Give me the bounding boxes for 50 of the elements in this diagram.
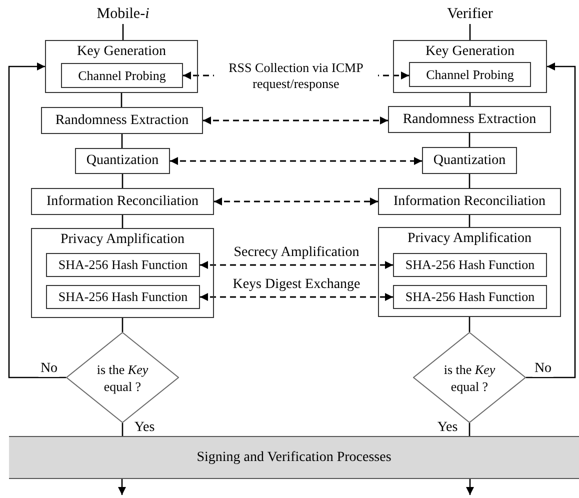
decision-text: is the Key equal ? [96, 360, 150, 394]
group-box [393, 40, 547, 93]
connector-line [469, 24, 471, 40]
edge-label: Secrecy Amplification [232, 245, 362, 261]
connector-line [469, 93, 471, 106]
connector-line [468, 317, 470, 332]
group-title: Privacy Amplification [60, 231, 185, 248]
connector-line [468, 215, 470, 227]
arrow [466, 479, 474, 495]
process-box: SHA-256 Hash Function [393, 253, 547, 277]
connector-line [122, 174, 124, 188]
process-box: Channel Probing [409, 62, 531, 87]
connector-line [468, 423, 470, 436]
arrow [526, 62, 576, 378]
process-band: Signing and Verification Processes [9, 436, 579, 479]
process-box: Quantization [422, 147, 517, 174]
group-title: Key Generation [425, 43, 515, 60]
edge-label: Keys Digest Exchange [230, 277, 362, 293]
process-box: SHA-256 Hash Function [46, 285, 200, 309]
group-box [378, 227, 561, 317]
connector-line [122, 318, 124, 332]
connector-line [122, 215, 124, 228]
dashed-double-arrow [200, 261, 393, 269]
column-heading: Verifier [443, 4, 497, 24]
column-heading: Mobile-i [97, 4, 149, 24]
arrow [118, 479, 126, 495]
connector-line [468, 133, 470, 147]
group-title: Privacy Amplification [407, 230, 532, 247]
dashed-double-arrow [214, 198, 378, 206]
process-box: Channel Probing [61, 63, 183, 88]
process-box: Information Reconciliation [378, 188, 561, 215]
group-box [31, 228, 214, 318]
process-box: Randomness Extraction [41, 107, 203, 134]
connector-line [122, 24, 124, 40]
process-box: Information Reconciliation [31, 188, 214, 215]
group-box [45, 40, 198, 93]
process-box: Randomness Extraction [388, 106, 551, 133]
arrow [8, 62, 66, 378]
dashed-double-arrow [170, 157, 422, 165]
connector-line [121, 134, 123, 148]
decision-text: is the Key equal ? [442, 360, 496, 394]
dashed-double-arrow [203, 116, 388, 124]
group-title: Key Generation [76, 43, 166, 60]
process-box: Quantization [75, 148, 170, 174]
connector-line [468, 174, 470, 188]
connector-line [122, 423, 124, 436]
dashed-double-arrow [200, 293, 393, 301]
process-box: SHA-256 Hash Function [393, 285, 547, 309]
connector-line [120, 93, 122, 107]
process-box: SHA-256 Hash Function [46, 253, 200, 277]
